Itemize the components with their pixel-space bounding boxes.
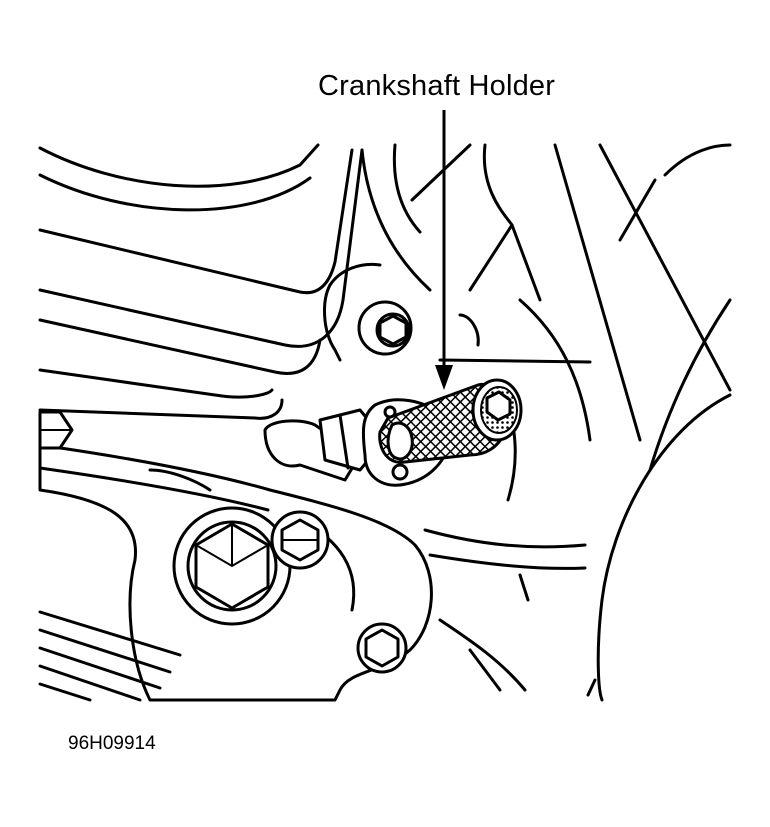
crankshaft-holder-label: Crankshaft Holder — [318, 70, 556, 102]
bracket-nut-lower — [356, 622, 408, 674]
figure-id: 96H09914 — [68, 733, 156, 754]
left-edge-nut — [38, 410, 74, 450]
bracket-nut-upper — [270, 510, 330, 570]
callout-arrow — [435, 110, 453, 390]
crankshaft-holder-tool — [378, 378, 523, 464]
housing-bolt — [357, 300, 413, 356]
right-structure — [423, 143, 732, 702]
upper-housing — [38, 143, 472, 420]
lower-ribs — [38, 610, 182, 702]
bracket-hex-bolt — [172, 506, 292, 626]
